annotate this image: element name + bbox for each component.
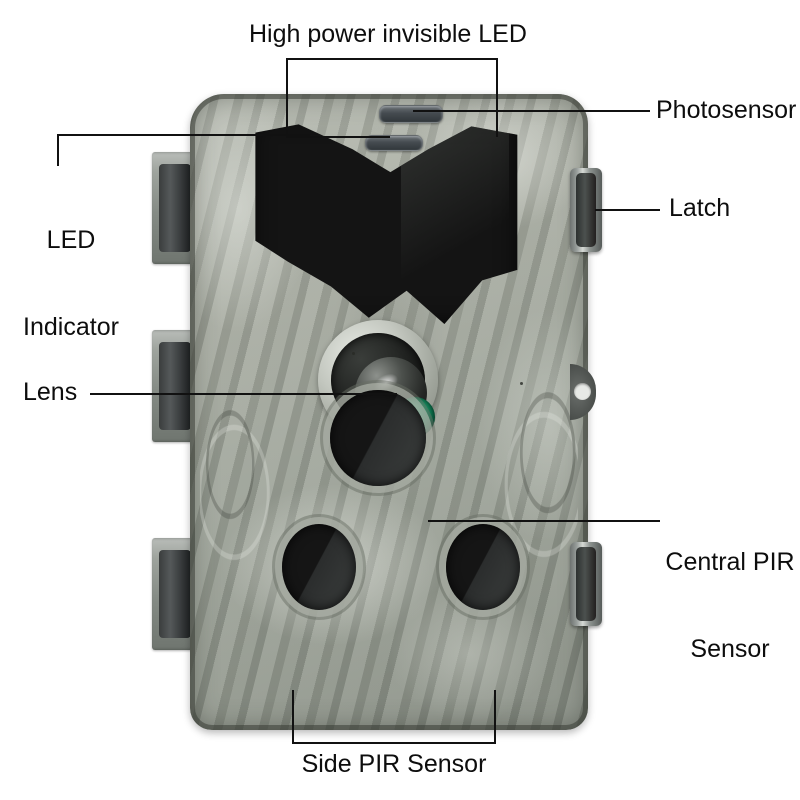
- label-central-pir-line1: Central PIR: [665, 548, 795, 576]
- label-central-pir-sensor: Central PIR Sensor: [660, 490, 800, 722]
- leader-latch: [595, 209, 660, 211]
- leader-side-pir-riser-right: [494, 690, 496, 743]
- hinge-pin: [159, 550, 191, 638]
- leader-high-power-led-bracket-top: [286, 58, 498, 60]
- leader-high-power-led-drop-left: [286, 58, 288, 137]
- leader-side-pir-bracket-bottom: [292, 742, 496, 744]
- label-latch: Latch: [669, 194, 731, 222]
- leader-led-indicator-drop: [57, 134, 59, 166]
- hinge-pin: [159, 164, 191, 252]
- leader-led-indicator-horizontal: [57, 134, 310, 136]
- leader-photosensor: [413, 110, 650, 112]
- leader-lens: [90, 393, 397, 395]
- label-side-pir-sensor: Side PIR Sensor: [301, 750, 487, 778]
- side-mount-hole: [574, 383, 591, 400]
- leader-side-pir-riser-left: [292, 690, 294, 743]
- hinge-pin: [159, 342, 191, 430]
- label-photosensor: Photosensor: [656, 96, 797, 124]
- label-lens: Lens: [23, 378, 78, 406]
- leader-high-power-led-drop-right: [496, 58, 498, 137]
- leader-high-power-led-to-slot: [286, 136, 390, 138]
- side-pir-sensor-left: [282, 524, 356, 610]
- high-power-invisible-led: [365, 135, 423, 151]
- camera-body-shell: [190, 94, 588, 730]
- label-led-indicator: LED Indicator: [0, 168, 142, 400]
- shell-speck: [520, 382, 523, 385]
- label-high-power-invisible-led: High power invisible LED: [249, 20, 527, 48]
- leader-central-pir: [428, 520, 660, 522]
- trail-camera-illustration: [152, 94, 602, 730]
- label-led-indicator-line1: LED: [46, 226, 96, 254]
- side-pir-sensor-right: [446, 524, 520, 610]
- label-central-pir-line2: Sensor: [690, 635, 770, 663]
- photosensor: [379, 105, 443, 123]
- central-pir-sensor: [330, 390, 426, 486]
- label-led-indicator-line2: Indicator: [23, 313, 119, 341]
- shell-speck: [352, 352, 355, 355]
- latch-bottom: [570, 542, 602, 626]
- side-mount-port: [570, 364, 596, 420]
